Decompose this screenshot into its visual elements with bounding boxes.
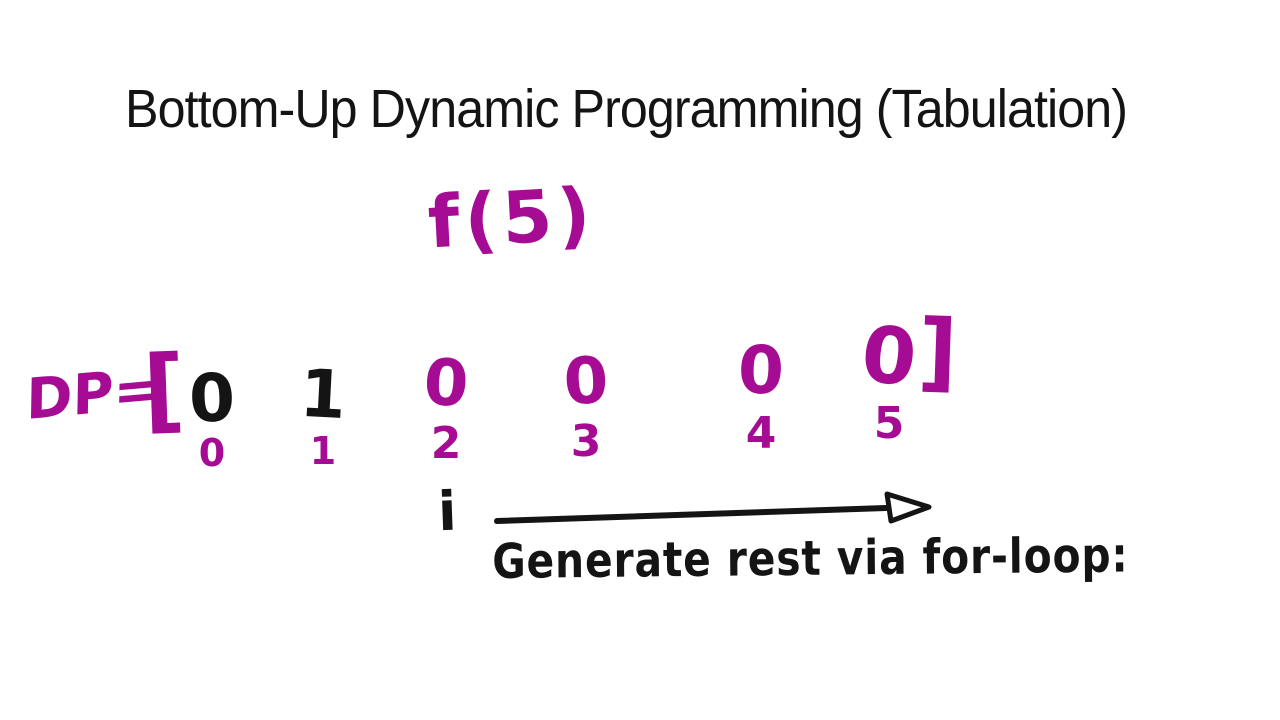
loop-variable-label: i: [436, 479, 458, 544]
dp-cell-index: 4: [745, 408, 777, 459]
dp-cell-2: 0 2: [416, 345, 476, 469]
dp-cell-value: 0: [561, 343, 611, 421]
function-call-annotation: f(5): [425, 171, 598, 265]
dp-cell-4: 0 4: [730, 331, 792, 459]
open-bracket: [: [141, 335, 187, 444]
dp-array-label: DP=: [25, 355, 161, 434]
dp-cell-index: 2: [430, 418, 462, 469]
dp-cell-1: 1 1: [292, 354, 354, 473]
dp-cell-index: 0: [198, 431, 226, 475]
dp-cell-index: 1: [309, 429, 337, 473]
close-bracket: ]: [916, 301, 960, 403]
dp-cell-value: 1: [298, 354, 348, 435]
dp-cell-index: 5: [873, 398, 905, 449]
dp-cell-index: 3: [570, 416, 602, 467]
dp-cell-value: 0: [421, 345, 471, 423]
dp-cell-value: 0: [187, 359, 237, 438]
dp-cell-value: 0: [736, 331, 786, 410]
dp-cell-5: 0 5: [852, 309, 926, 449]
dp-cell-3: 0 3: [556, 343, 616, 467]
dp-cell-0: 0 0: [182, 359, 242, 475]
arrow-right-icon: [494, 491, 932, 524]
for-loop-note: Generate rest via for-loop:: [492, 527, 1129, 590]
slide-title: Bottom-Up Dynamic Programming (Tabulatio…: [125, 79, 1128, 139]
